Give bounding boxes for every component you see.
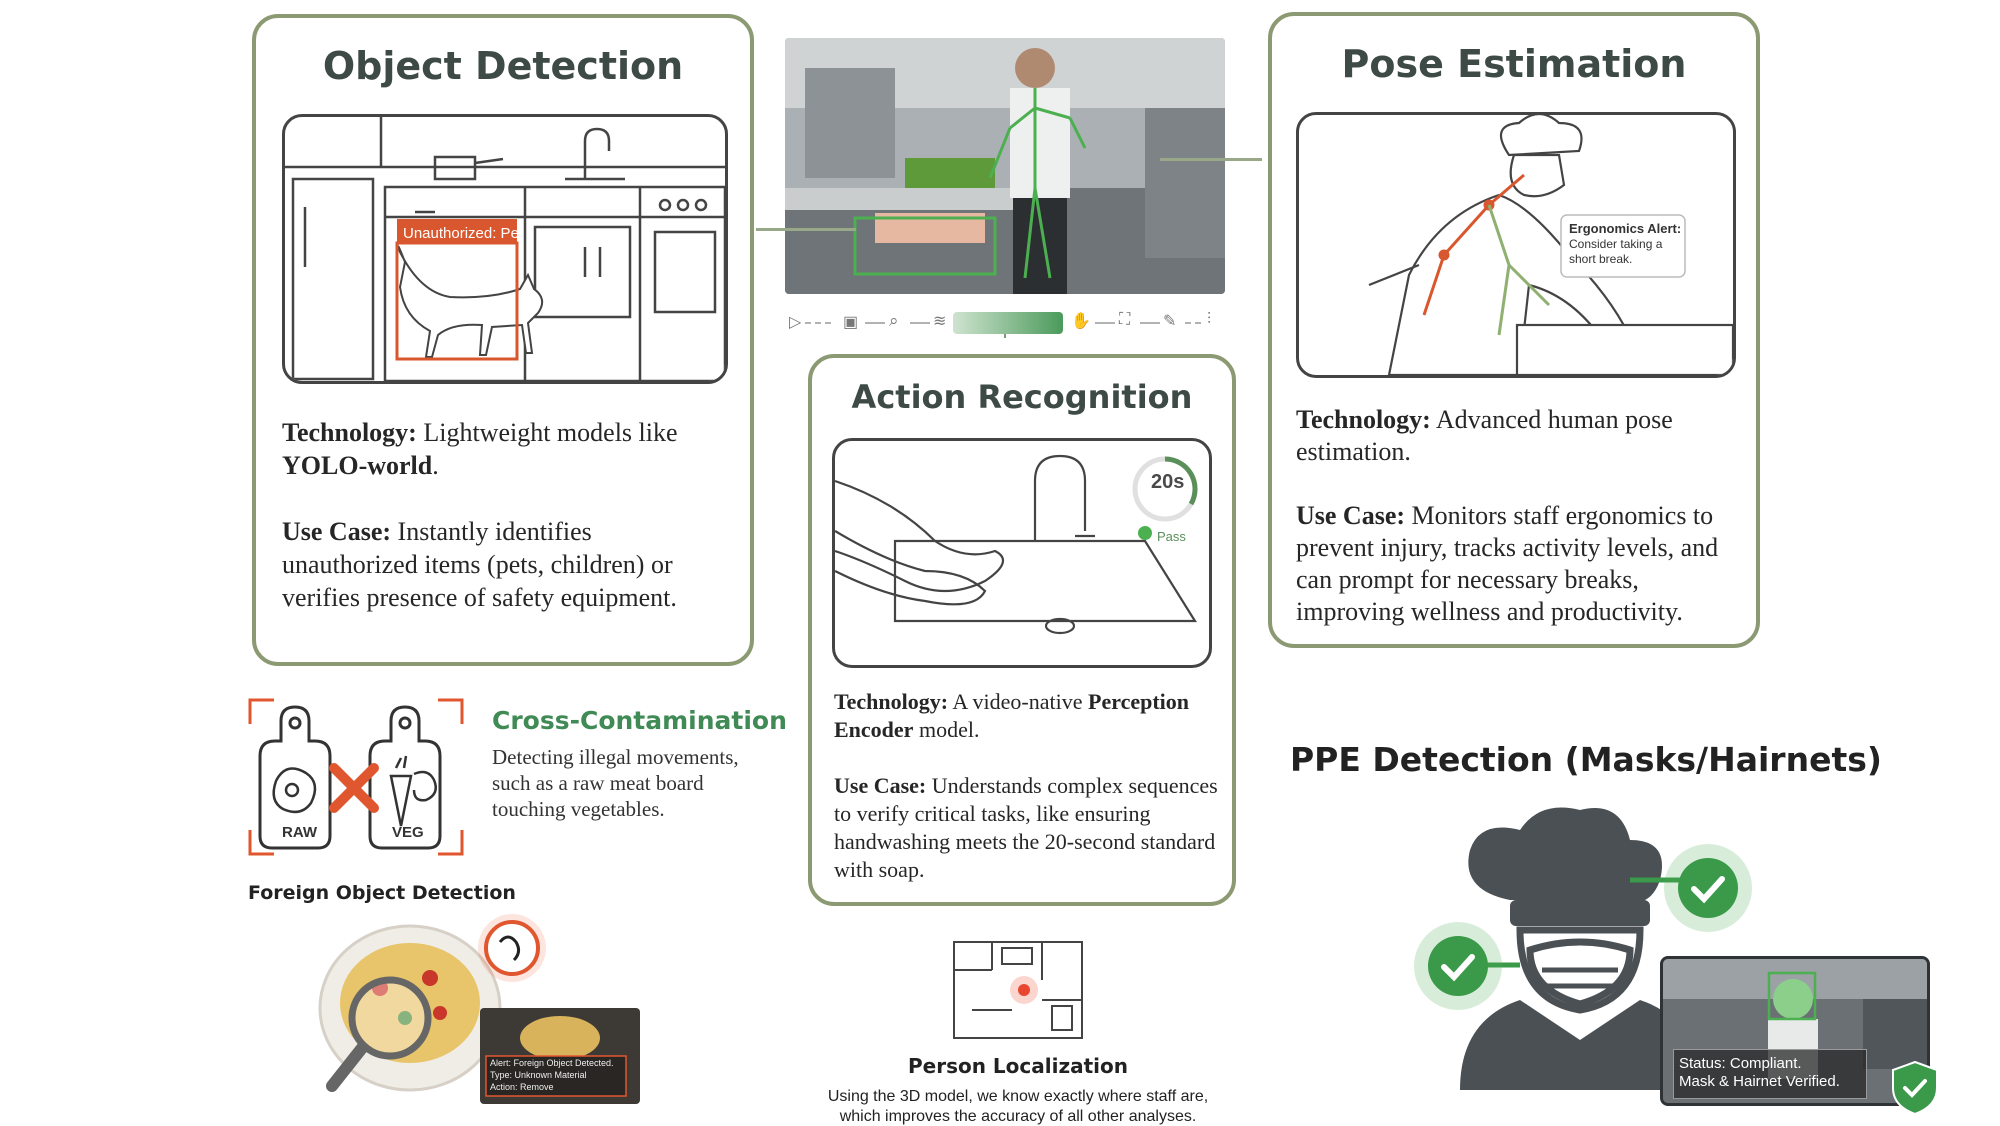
object-detection-title: Object Detection: [322, 44, 684, 88]
veg-board-label: VEG: [392, 824, 424, 841]
object-detection-card: Object Detection: [252, 14, 754, 666]
play-icon[interactable]: ▷: [789, 314, 802, 331]
unauthorized-pet-label: Unauthorized: Pet: [403, 225, 524, 242]
ppe-camera-feed: Status: Compliant. Mask & Hairnet Verifi…: [1660, 956, 1930, 1106]
cross-contamination-title: Cross-Contamination: [492, 706, 787, 735]
action-recognition-title: Action Recognition: [851, 378, 1193, 416]
pose-estimation-description: Technology: Advanced human pose estimati…: [1296, 404, 1746, 628]
timer-label: 20s: [1151, 471, 1185, 493]
person-localization-title: Person Localization: [907, 1054, 1128, 1078]
ppe-status-line1: Status: Compliant.: [1679, 1055, 1802, 1072]
pose-skeleton-overlay: [853, 88, 1087, 279]
check-icon: [1691, 876, 1725, 904]
foreign-object-alert-line1: Alert: Foreign Object Detected.: [490, 1058, 614, 1068]
ergonomics-alert-title: Ergonomics Alert:: [1569, 221, 1682, 236]
foreign-object-alert-line2: Type: Unknown Material: [490, 1070, 587, 1080]
raw-board-label: RAW: [282, 824, 317, 841]
kitchen-photo: [785, 38, 1225, 294]
check-icon: [1441, 954, 1475, 982]
waveform-icon[interactable]: ⫶: [1207, 311, 1212, 328]
connector-left: [756, 228, 856, 231]
layers-icon[interactable]: ≋: [933, 313, 947, 330]
person-localization-text-line2: which improves the accuracy of all other…: [839, 1108, 1197, 1125]
cross-contamination-illustration: RAW VEG: [246, 696, 466, 858]
frame-icon[interactable]: ⛶: [1119, 311, 1131, 328]
pen-icon[interactable]: ✎: [1163, 313, 1177, 330]
handwashing-illustration: 20s Pass: [832, 438, 1212, 668]
cross-contamination-text: Detecting illegal movements, such as a r…: [492, 745, 739, 821]
object-detection-description: Technology: Lightweight models like YOLO…: [282, 416, 722, 614]
pass-label: Pass: [1157, 529, 1186, 544]
hand-icon[interactable]: ✋: [1071, 313, 1091, 330]
action-recognition-use-case: Use Case: Understands complex sequences …: [834, 773, 1218, 882]
kitchen-illustration: Unauthorized: Pet: [282, 114, 728, 384]
meat-icon: [272, 767, 317, 814]
ppe-status-line2: Mask & Hairnet Verified.: [1679, 1073, 1840, 1090]
ppe-chef-illustration: [1420, 800, 1730, 1090]
action-recognition-card: Action Recognition 20s Pass Technology: …: [808, 354, 1236, 906]
calendar-icon[interactable]: ▣: [843, 314, 859, 331]
action-recognition-technology: Technology: A video-native Perception En…: [834, 689, 1190, 742]
pose-estimation-card: Pose Estimation Ergonomics Alert: Consid: [1268, 12, 1760, 648]
action-recognition-description: Technology: A video-native Perception En…: [834, 688, 1224, 884]
cat-icon: [397, 245, 544, 358]
foreign-object-title: Foreign Object Detection: [248, 882, 516, 904]
object-detection-technology: Technology: Lightweight models like YOLO…: [282, 418, 678, 480]
connector-right: [1160, 158, 1262, 161]
zoom-icon[interactable]: ⌕: [889, 311, 899, 330]
ppe-check-mask: [1412, 920, 1504, 1012]
analysis-toolbar: ▷ ▣ ⌕ ≋ ✋ ⛶ ✎ ⫶: [785, 308, 1225, 338]
shield-check-icon: [1890, 1060, 1940, 1116]
vegetables-icon: [389, 755, 437, 827]
floor-plan-icon: [952, 940, 1084, 1040]
pose-estimation-use-case: Use Case: Monitors staff ergonomics to p…: [1296, 501, 1719, 626]
foreign-object-illustration: Alert: Foreign Object Detected. Type: Un…: [310, 908, 650, 1108]
pose-estimation-technology: Technology: Advanced human pose estimati…: [1296, 405, 1673, 466]
ppe-check-hairnet: [1662, 842, 1754, 934]
pose-estimation-title: Pose Estimation: [1341, 42, 1687, 86]
object-detection-use-case: Use Case: Instantly identifies unauthori…: [282, 517, 677, 612]
ergonomics-alert-text: Consider taking a short break.: [1569, 237, 1663, 266]
ppe-detection-title: PPE Detection (Masks/Hairnets): [1290, 740, 1882, 779]
foreign-object-alert-line3: Action: Remove: [490, 1082, 554, 1092]
ppe-status-box: [1673, 1049, 1867, 1099]
person-localization-text-line1: Using the 3D model, we know exactly wher…: [827, 1088, 1209, 1105]
chef-pose-illustration: Ergonomics Alert: Consider taking a shor…: [1296, 112, 1736, 378]
